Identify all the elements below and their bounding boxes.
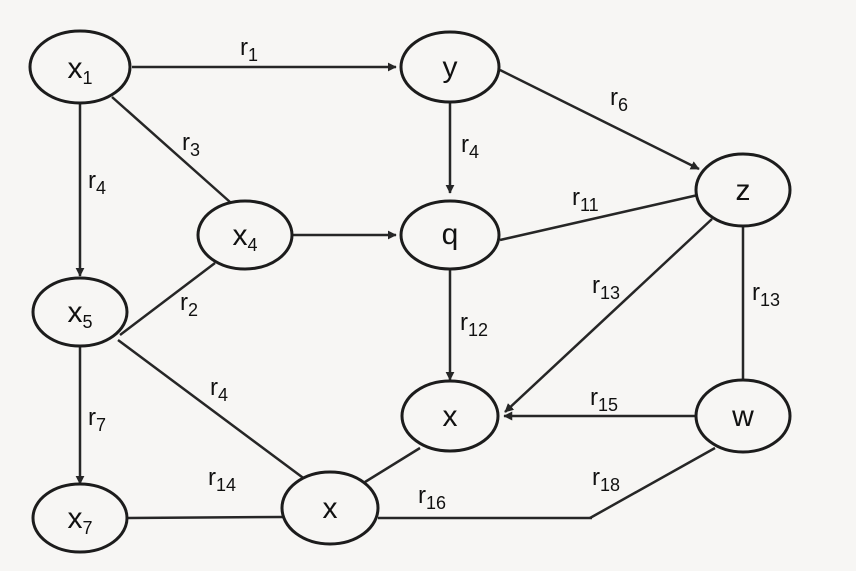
edge-labels: r1 r4 r3 r4 r6 r2 r11 r12 r13 r13 r15 r7… <box>88 34 780 513</box>
edge-x1-x4 <box>111 96 231 203</box>
node-x4: x4 <box>196 199 294 271</box>
edge-x7-x_bottom <box>127 515 284 520</box>
node-z: z <box>694 152 792 228</box>
svg-text:x1: x1 <box>67 52 92 88</box>
svg-text:x4: x4 <box>232 219 257 255</box>
edge-x4-x5 <box>119 262 216 336</box>
edge-label-q-z: r11 <box>572 184 599 215</box>
svg-text:x: x <box>443 400 458 433</box>
edge-label-x1-x4: r3 <box>182 129 200 160</box>
edge-label-q-x_mid: r12 <box>460 309 488 340</box>
edge-x_bottom-x_mid <box>364 446 421 484</box>
svg-text:y: y <box>443 51 458 84</box>
svg-text:x7: x7 <box>67 502 92 538</box>
node-q: q <box>399 199 501 271</box>
edge-q-z <box>499 193 699 242</box>
svg-text:z: z <box>736 174 751 207</box>
node-w: w <box>694 378 792 454</box>
edge-label-x5-x7: r7 <box>88 404 106 435</box>
svg-text:w: w <box>731 400 754 433</box>
svg-text:x5: x5 <box>67 296 92 332</box>
edge-label-x7-x_bottom: r14 <box>208 464 236 495</box>
edge-label-x1-y: r1 <box>240 34 258 65</box>
edge-x5-x_bottom <box>117 338 307 482</box>
edge-x_bottom-w-upper <box>589 446 716 520</box>
edge-label-x_bottom-w-lower: r16 <box>418 482 446 513</box>
edge-z-x_mid <box>504 218 713 413</box>
node-x1: x1 <box>28 29 132 105</box>
edge-y-z <box>499 68 700 171</box>
edges <box>75 62 745 520</box>
edge-label-y-q: r4 <box>461 131 479 162</box>
node-x5: x5 <box>31 276 129 348</box>
node-x-bottom: x <box>280 470 380 546</box>
edge-label-x5-x_bottom: r4 <box>210 374 228 405</box>
node-y: y <box>399 30 501 104</box>
nodes: x1 y x4 q z x5 x w <box>28 29 792 554</box>
node-x-middle: x <box>400 379 500 453</box>
edge-label-y-z: r6 <box>610 84 628 115</box>
svg-text:q: q <box>442 218 459 251</box>
edge-label-z-w: r13 <box>752 279 780 310</box>
edge-label-z-x_mid: r13 <box>592 272 620 303</box>
edge-label-x1-x5: r4 <box>88 167 106 198</box>
edge-label-w-x_mid: r15 <box>590 384 618 415</box>
edge-label-x4-x5: r2 <box>180 289 198 320</box>
node-x7: x7 <box>31 482 129 554</box>
edge-label-x_bottom-w-upper: r18 <box>592 464 620 495</box>
svg-text:x: x <box>323 492 338 525</box>
